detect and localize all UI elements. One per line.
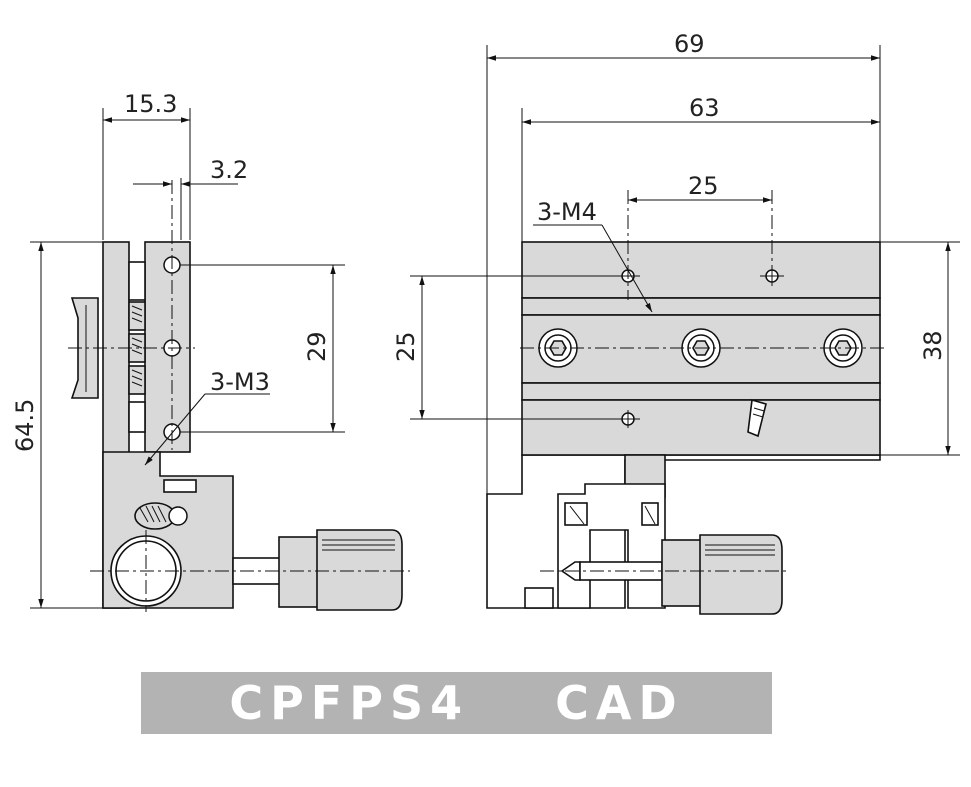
- dim-63: 63: [689, 94, 720, 122]
- side-view: 15.3 3.2 64.5 29 3-M3: [11, 90, 410, 612]
- dim-38: 38: [919, 330, 947, 361]
- side-coil: [134, 502, 188, 530]
- dim-25-horizontal: 25: [688, 172, 719, 200]
- front-top-plate: [521, 241, 881, 299]
- dim-29: 29: [303, 331, 331, 362]
- dim-25-vertical: 25: [392, 331, 420, 362]
- side-lever: [70, 297, 99, 399]
- dim-64-5: 64.5: [11, 399, 39, 452]
- front-lower-plate: [521, 399, 881, 456]
- side-springs: [128, 261, 146, 433]
- cad-drawing: 15.3 3.2 64.5 29 3-M3: [11, 30, 960, 615]
- front-knob-head: [699, 534, 783, 615]
- label-3-m4: 3-M4: [537, 198, 597, 226]
- label-3-m3: 3-M3: [210, 368, 270, 396]
- dim-69: 69: [674, 30, 705, 58]
- front-lower-rail: [521, 382, 881, 401]
- front-view: 69 63 25 25 38 3-M4: [392, 30, 960, 615]
- dim-3-2: 3.2: [210, 156, 248, 184]
- front-slide-rail: [521, 297, 881, 316]
- front-knob-barrel: [661, 539, 703, 607]
- dim-15-3: 15.3: [124, 90, 177, 118]
- side-knob-barrel: [278, 536, 320, 608]
- title-text: CPFPS4 CAD: [229, 676, 684, 730]
- front-label-tag: [524, 587, 554, 609]
- title-banner: CPFPS4 CAD: [141, 672, 772, 734]
- side-knob-head: [316, 529, 403, 611]
- front-pin: [747, 398, 767, 438]
